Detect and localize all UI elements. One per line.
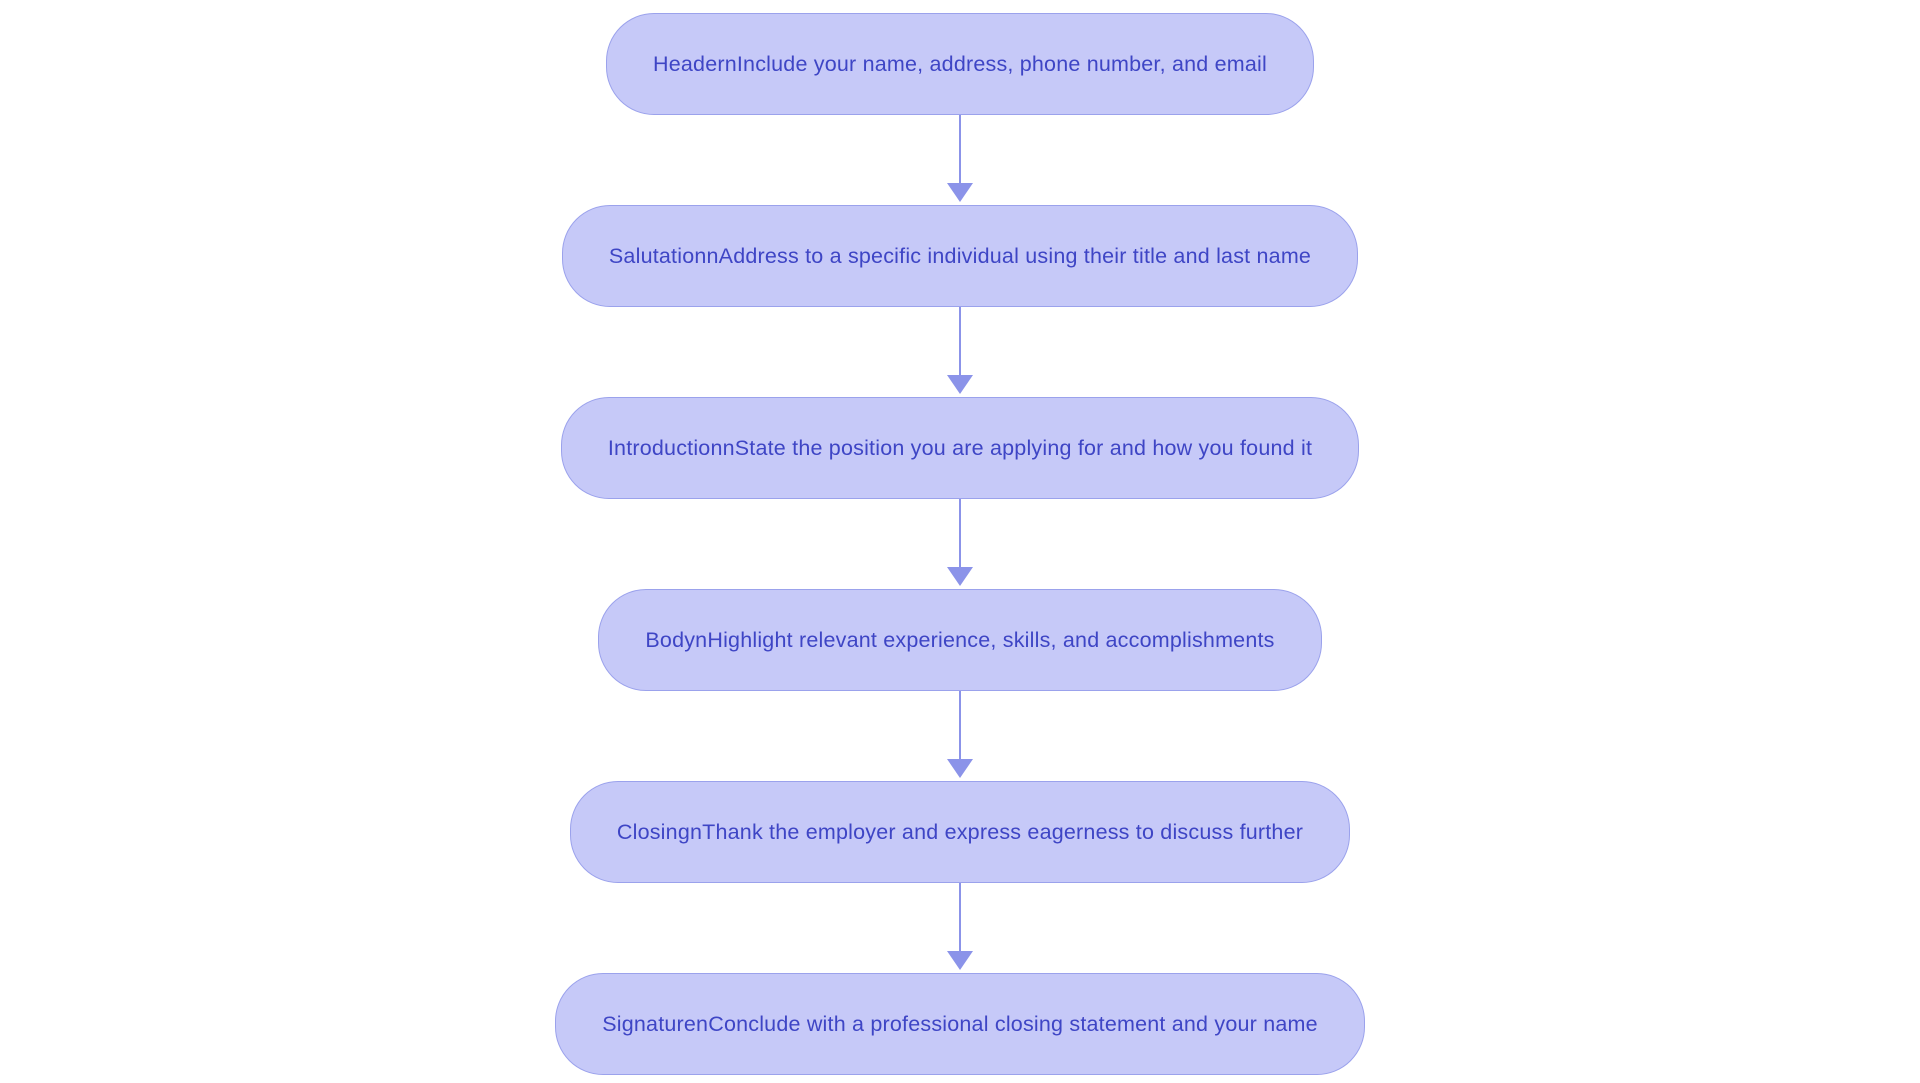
arrow-line bbox=[958, 307, 962, 376]
arrow-down-icon bbox=[947, 759, 973, 778]
flow-connector-4 bbox=[945, 691, 975, 781]
arrow-line bbox=[958, 115, 962, 184]
flow-node-body-label: BodynHighlight relevant experience, skil… bbox=[645, 627, 1275, 652]
flow-node-introduction-label: IntroductionnState the position you are … bbox=[607, 435, 1313, 460]
arrow-down-icon bbox=[947, 375, 973, 394]
flowchart: HeadernInclude your name, address, phone… bbox=[0, 13, 1920, 1075]
arrow-line bbox=[958, 883, 962, 952]
flow-node-header: HeadernInclude your name, address, phone… bbox=[606, 13, 1314, 115]
arrow-down-icon bbox=[947, 567, 973, 586]
flow-node-body: BodynHighlight relevant experience, skil… bbox=[598, 589, 1322, 691]
arrow-down-icon bbox=[947, 951, 973, 970]
flow-node-closing-label: ClosingnThank the employer and express e… bbox=[616, 819, 1304, 844]
flow-node-signature: SignaturenConclude with a professional c… bbox=[555, 973, 1365, 1075]
flow-node-signature-label: SignaturenConclude with a professional c… bbox=[602, 1011, 1318, 1036]
flow-node-header-label: HeadernInclude your name, address, phone… bbox=[653, 51, 1267, 76]
flow-node-introduction: IntroductionnState the position you are … bbox=[560, 397, 1360, 499]
flow-connector-2 bbox=[945, 307, 975, 397]
flow-connector-1 bbox=[945, 115, 975, 205]
arrow-line bbox=[958, 499, 962, 568]
flow-node-closing: ClosingnThank the employer and express e… bbox=[569, 781, 1351, 883]
arrow-down-icon bbox=[947, 183, 973, 202]
flow-node-salutation-label: SalutationnAddress to a specific individ… bbox=[608, 243, 1312, 268]
flow-node-salutation: SalutationnAddress to a specific individ… bbox=[561, 205, 1359, 307]
arrow-line bbox=[958, 691, 962, 760]
flow-connector-5 bbox=[945, 883, 975, 973]
flow-connector-3 bbox=[945, 499, 975, 589]
